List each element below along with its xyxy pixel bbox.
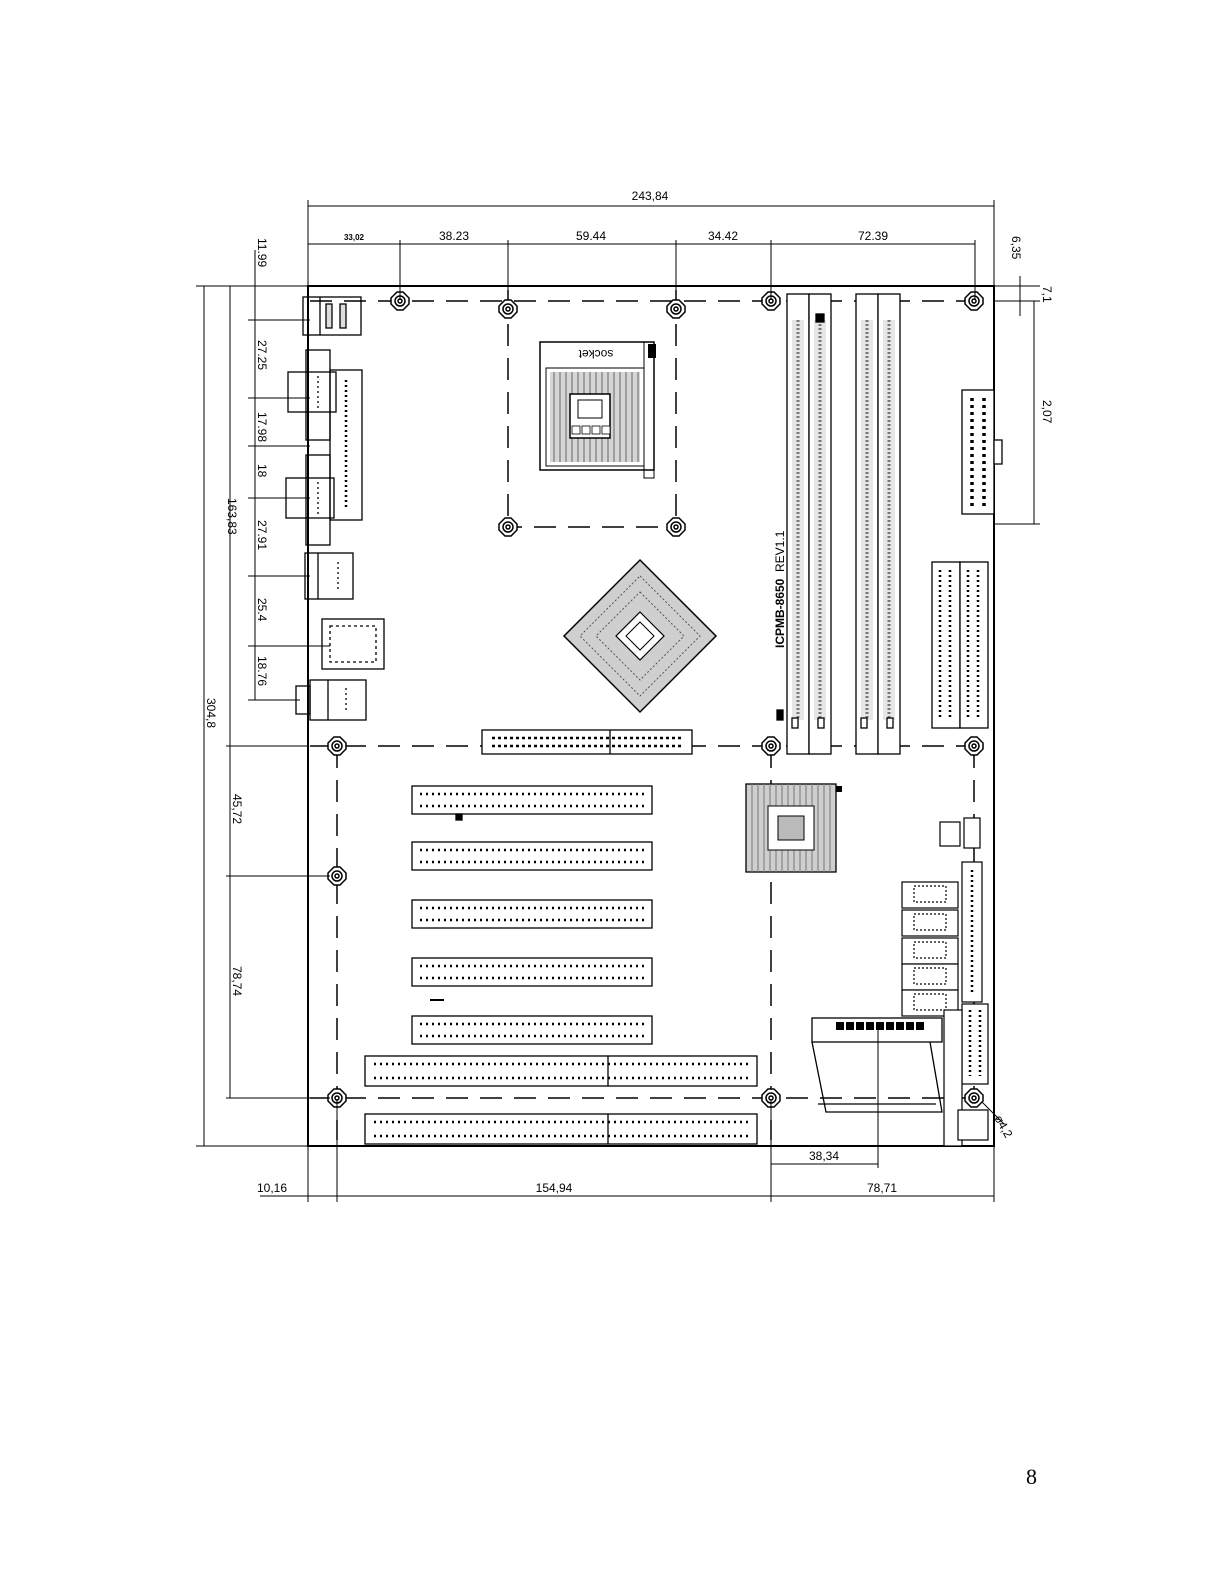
dim-bottom-seg-1: 10,16 [257,1181,287,1195]
sata-connector [902,964,958,990]
dim-left-seg-5: 27.91 [255,520,269,550]
dim-left-seg-4: 18 [255,464,269,478]
usb-connector [305,553,353,599]
parallel-port-connector [330,370,362,520]
isa-slot [365,1114,757,1144]
dim-left-lower-2: 78,74 [230,966,244,996]
dim-left-upper: 163,83 [225,498,239,535]
cpu-socket: socket [540,342,656,478]
usb-connector [303,297,361,335]
mounting-hole [762,737,780,755]
dim-bottom-seg-3: 78,71 [867,1181,897,1195]
northbridge-chip [564,560,716,712]
board-model-label: ICPMB-8650 [773,578,787,648]
page-number: 8 [1026,1464,1037,1490]
mounting-hole [667,518,685,536]
pci-slot [412,842,652,870]
mounting-hole [965,1089,983,1107]
dimm-slot [856,294,900,754]
dim-left-seg-7: 18.76 [255,656,269,686]
mounting-hole [667,300,685,318]
ide-connectors [932,562,988,728]
dim-top-total: 243,84 [632,189,669,203]
dimm-slots [777,294,900,754]
dim-right-small: 7,1 [1040,286,1054,303]
mounting-hole [965,292,983,310]
dim-bottom-seg-2: 154,94 [536,1181,573,1195]
board-revision-label: REV1.1 [773,530,787,572]
dim-left-lower-1: 45,72 [230,794,244,824]
agp-slot [482,730,692,754]
dim-left-total: 304,8 [204,698,218,728]
dimm-slot [787,294,831,754]
dim-left-seg-2: 27.25 [255,340,269,370]
southbridge-chip [746,784,842,872]
dim-top-seg-3: 59.44 [576,229,606,243]
atx-power-connector [962,390,1002,514]
socket-label: socket [578,347,613,361]
dim-cf-offset: 38,34 [809,1149,839,1163]
isa-slots [365,1056,757,1144]
pci-slot [412,1016,652,1044]
dim-top-seg-2: 38.23 [439,229,469,243]
vga-connector [286,455,334,545]
isa-slot [365,1056,757,1086]
rear-io-connectors [286,297,384,720]
mounting-hole [328,867,346,885]
pci-slot [412,786,652,820]
pci-slots [412,786,652,1044]
mounting-hole [328,737,346,755]
dim-hole-diameter: ø4,2 [991,1113,1015,1141]
mounting-hole [499,518,517,536]
pci-slot [412,958,652,986]
dim-left-seg-6: 25.4 [255,598,269,622]
audio-connector [296,680,366,720]
sata-connector [902,910,958,936]
dim-left-seg-3: 17.98 [255,412,269,442]
dim-right-upper: 2,07 [1040,400,1054,424]
sata-connector [902,882,958,908]
mounting-hole [965,737,983,755]
pci-slot [412,900,652,928]
dim-top-seg-5: 72.39 [858,229,888,243]
sata-connector [902,938,958,964]
dim-left-seg-1: 11.99 [255,238,269,267]
lan-connector [322,619,384,669]
mounting-hole [499,300,517,318]
dim-top-seg-4: 34.42 [708,229,738,243]
dim-top-seg-1: 33,02 [344,233,365,242]
serial-port-connector [288,350,336,440]
dim-top-right-offset: 6,35 [1009,236,1023,260]
